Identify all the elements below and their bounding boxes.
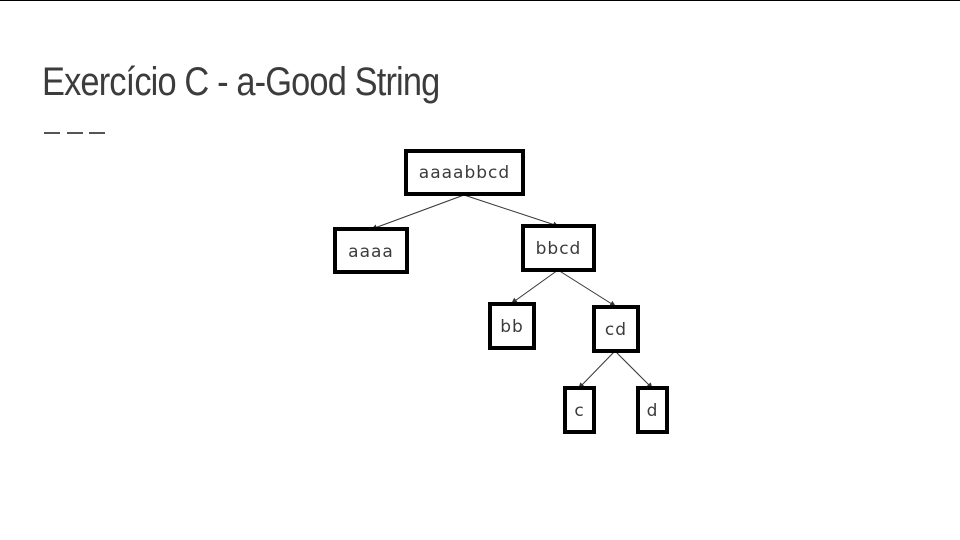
tree-node-root: aaaabbcd — [404, 149, 525, 196]
slide-title: Exercício C - a-Good String — [42, 60, 440, 104]
title-underline-dash — [67, 132, 83, 134]
tree-node-label: aaaabbcd — [419, 163, 510, 183]
tree-edge-rr-rrr — [614, 350, 653, 389]
slide-top-border — [0, 0, 960, 1]
title-underline-dash — [44, 132, 60, 134]
tree-node-label: d — [647, 401, 659, 421]
tree-node-left: aaaa — [333, 227, 409, 274]
tree-edge-root-right — [463, 194, 559, 228]
tree-node-label: c — [574, 401, 584, 421]
tree-edge-right-rr — [557, 269, 616, 307]
tree-node-label: bb — [500, 317, 524, 337]
tree-edge-right-rl — [511, 269, 559, 304]
tree-node-rr: cd — [592, 305, 640, 353]
tree-node-label: bbcd — [536, 239, 582, 259]
tree-node-label: cd — [605, 320, 627, 340]
title-underline-dash — [89, 132, 105, 134]
tree-node-rl: bb — [488, 302, 536, 350]
tree-node-right: bbcd — [521, 224, 596, 272]
tree-edge-rr-rrl — [578, 350, 616, 389]
tree-node-rrl: c — [563, 386, 596, 434]
tree-edge-root-left — [371, 194, 465, 231]
tree-node-label: aaaa — [348, 242, 394, 262]
tree-node-rrr: d — [636, 386, 669, 434]
